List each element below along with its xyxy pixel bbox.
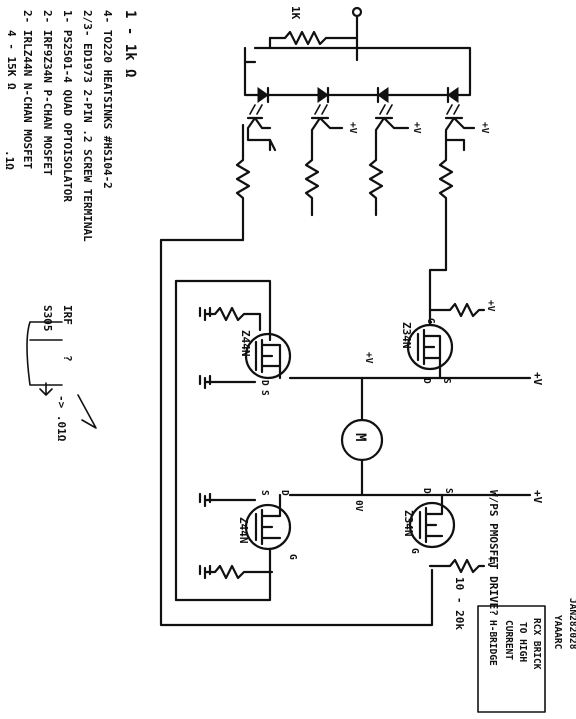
q3-pin-d: D — [279, 490, 290, 496]
phototransistor-3 — [374, 116, 410, 142]
q1-ref: Z44N — [239, 330, 252, 357]
led-1 — [257, 86, 270, 104]
notes-check-mark — [77, 394, 97, 429]
notes-inline-4: ? — [61, 355, 74, 362]
parts-notes: 1 - 1k Ω 4- TO220 HEATSINKS #HS104-2 2/3… — [3, 10, 138, 442]
gate-resistor-upper-left — [203, 306, 262, 332]
q1-pin-s: S — [259, 390, 270, 396]
title-box-border — [477, 605, 546, 713]
q3-pin-g: G — [287, 554, 298, 560]
node-lower-label: 0V — [353, 500, 364, 512]
q3-pin-s: S — [259, 490, 270, 496]
wire-gate-lower-left — [174, 548, 272, 602]
q3-ref: Z44N — [237, 517, 250, 544]
led-chain-wire — [243, 60, 472, 97]
notes-inline-5: -> .01Ω — [55, 395, 68, 442]
mosfet-q3: Z44N S D G — [237, 490, 298, 560]
title-line-1: YAAARC — [552, 615, 563, 650]
motor-body — [340, 418, 384, 462]
q2-ref: Z34N — [400, 322, 413, 349]
notes-line-3: 1- PS2501-4 QUAD OPTOISOLATOR — [61, 10, 74, 202]
title-block: JAN282028 YAAARC RCX BRICK TO HIGH CURRE… — [477, 598, 576, 713]
q2-pin-s: S — [441, 378, 452, 384]
notes-bracket — [26, 321, 63, 386]
gate-res-plusv-upper: +V — [485, 300, 496, 312]
notes-inline-2: IRF — [61, 305, 74, 325]
resistor-r3 — [368, 138, 384, 217]
q1-pin-d: D — [259, 380, 270, 386]
wire-gate-upper-right — [428, 268, 448, 327]
wire-gate-upper-left — [174, 279, 272, 342]
light-arrows — [249, 104, 460, 115]
rail-plusv-lower: +V — [531, 490, 544, 504]
notes-arrow — [39, 382, 53, 396]
mosfet-q2: Z34N G D S — [400, 318, 454, 384]
phototransistor-4 — [444, 116, 476, 152]
input-terminal — [351, 6, 363, 18]
gate-resistor-lower-left — [203, 564, 274, 580]
input-resistor-1k: 1K — [243, 6, 472, 82]
led-bus-left — [243, 46, 257, 64]
title-line-3: TO HIGH — [517, 622, 528, 662]
led-2 — [317, 86, 330, 104]
q4-ref: Z34N — [402, 510, 415, 537]
gate-res-plusv-lower: +V — [485, 556, 496, 568]
led-4 — [446, 86, 459, 104]
notes-line-1: 4- TO220 HEATSINKS #HS104-2 — [101, 10, 114, 189]
side-note: W/PS PMOSFET DRIVE? — [487, 490, 500, 616]
phototransistor-1 — [246, 116, 277, 152]
q4-pin-d: D — [421, 488, 432, 494]
wire-outer-loop — [159, 238, 434, 627]
notes-inline-1: .1Ω — [3, 150, 16, 170]
notes-line-6: 4 - 15K Ω — [5, 30, 18, 90]
gate-resistor-lower-right — [428, 558, 486, 574]
q4-pin-s: S — [443, 488, 454, 494]
resistor-r4 — [438, 138, 454, 272]
supply-labels: +V 0V +V +V 10 - 20k — [353, 352, 544, 630]
q2-pin-g: G — [425, 318, 436, 324]
resistor-1k-zigzag — [268, 30, 359, 46]
node-upper-label: +V — [363, 352, 374, 364]
resistor-r1 — [235, 123, 251, 242]
opto-plus-v-3: +V — [479, 122, 490, 134]
opto-plus-v-1: +V — [347, 122, 358, 134]
motor-label: M — [352, 433, 368, 441]
notes-inline-3: S305 — [41, 305, 54, 332]
q4-pin-g: G — [409, 548, 420, 554]
notes-line-2: 2/3- ED1973 2-PIN .2 SCREW TERMINAL — [81, 10, 94, 242]
mosfet-q4: Z34N D G S — [402, 488, 456, 554]
motor: M — [340, 418, 384, 462]
rail-plusv-upper: +V — [531, 372, 544, 386]
led-3 — [376, 86, 389, 104]
quad-optoisolator: +V +V +V — [243, 60, 490, 152]
resistor-1k-label: 1K — [289, 6, 302, 20]
title-line-4: CURRENT — [503, 620, 514, 660]
title-date: JAN282028 — [567, 598, 576, 650]
q2-pin-d: D — [421, 378, 432, 384]
gate-resistor-value: 10 - 20k — [453, 577, 466, 630]
gate-resistor-upper-right — [428, 302, 486, 318]
drive-resistors — [235, 123, 454, 272]
gate-resistors: +V +V — [203, 300, 496, 580]
led-common-bus — [253, 36, 472, 82]
title-line-5: H-BRIDGE — [487, 620, 498, 666]
notes-line-5: 2- IRLZ44N N-CHAN MOSFET — [21, 10, 34, 169]
mosfet-q1: Z44N D S — [239, 330, 292, 396]
title-line-2: RCX BRICK — [531, 618, 542, 670]
notes-line-4: 2- IRF9Z34N P-CHAN MOSFET — [41, 10, 54, 176]
resistor-r2 — [304, 138, 320, 217]
notes-header: 1 - 1k Ω — [122, 10, 138, 77]
main-wiring — [159, 213, 532, 627]
opto-plus-v-2: +V — [411, 122, 422, 134]
phototransistor-2 — [310, 116, 344, 142]
